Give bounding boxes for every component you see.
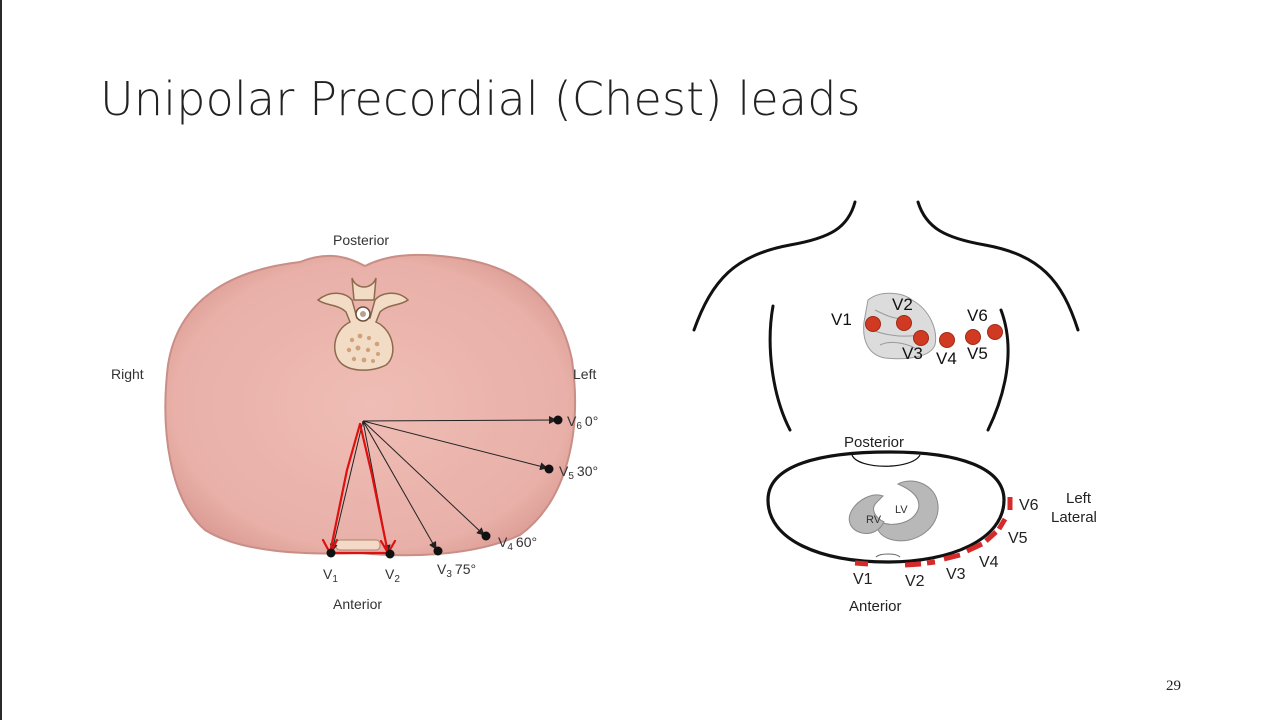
chest-ellipse	[766, 450, 1006, 564]
vector-v3	[362, 420, 437, 550]
torso-left-outline	[692, 200, 857, 332]
torso-label-v4: V4	[936, 349, 957, 368]
dot-v5	[544, 464, 554, 474]
right-ventricle-icon	[848, 494, 885, 534]
label-posterior: Posterior	[333, 232, 389, 248]
torso-label-v3: V3	[902, 344, 923, 363]
torso-label-v5: V5	[967, 344, 988, 363]
torso-right-outline	[916, 200, 1080, 332]
vector-v1	[329, 420, 364, 552]
label-lv: LV	[895, 504, 908, 516]
heart-label-v2: V2	[905, 573, 925, 590]
label-anterior: Anterior	[333, 596, 382, 612]
right-arm-line	[986, 308, 1010, 432]
sternum	[335, 539, 381, 551]
vector-v4	[362, 420, 485, 536]
electrode-v1	[865, 316, 881, 332]
dot-v1	[326, 548, 336, 558]
heart-label-v4: V4	[979, 554, 999, 571]
heart-label-left: Left	[1066, 490, 1092, 507]
torso-diagram: V1 V2 V3 V4 V5 V6	[692, 200, 1080, 432]
lead-dashes	[854, 497, 1013, 568]
dot-v4	[481, 531, 491, 541]
electrode-v3	[913, 330, 929, 346]
electrode-v5	[965, 329, 981, 345]
vector-v5	[362, 420, 548, 471]
vector-v6	[362, 416, 557, 425]
heart-label-posterior: Posterior	[844, 434, 904, 451]
torso-label-v2: V2	[892, 295, 913, 314]
slide-left-border	[0, 0, 2, 720]
label-left: Left	[573, 366, 596, 382]
torso-label-v1: V1	[831, 310, 852, 329]
left-arm-line	[768, 304, 792, 432]
heart-label-lateral: Lateral	[1051, 509, 1097, 526]
label-v1: V1	[323, 566, 338, 585]
dot-v3	[433, 546, 443, 556]
torso-label-v6: V6	[967, 306, 988, 325]
heart-label-v1: V1	[853, 571, 873, 588]
dot-v6	[553, 415, 563, 425]
sternum-small	[875, 553, 901, 558]
spine-notch	[851, 454, 921, 467]
label-v2: V2	[385, 566, 400, 585]
electrode-v2	[896, 315, 912, 331]
heart-label-v6: V6	[1019, 497, 1039, 514]
electrode-v6	[987, 324, 1003, 340]
electrodes	[865, 315, 1003, 348]
red-annotation	[321, 422, 397, 556]
label-right: Right	[111, 366, 144, 382]
chest-body-outline	[164, 253, 577, 557]
heart-label-v5: V5	[1008, 530, 1028, 547]
slide-title: Unipolar Precordial (Chest) leads	[100, 72, 861, 126]
page-number: 29	[1166, 678, 1181, 694]
left-ventricle-icon	[877, 480, 939, 542]
label-rv: RV	[866, 514, 882, 526]
lead-dots	[326, 415, 563, 559]
dot-v2	[385, 549, 395, 559]
vertebra-icon	[316, 277, 410, 371]
heart-label-anterior: Anterior	[849, 598, 902, 615]
electrode-v4	[939, 332, 955, 348]
heart-label-v3: V3	[946, 566, 966, 583]
heart-cross-section: RV LV Posterior Anterior Left Lateral V1…	[766, 434, 1097, 615]
